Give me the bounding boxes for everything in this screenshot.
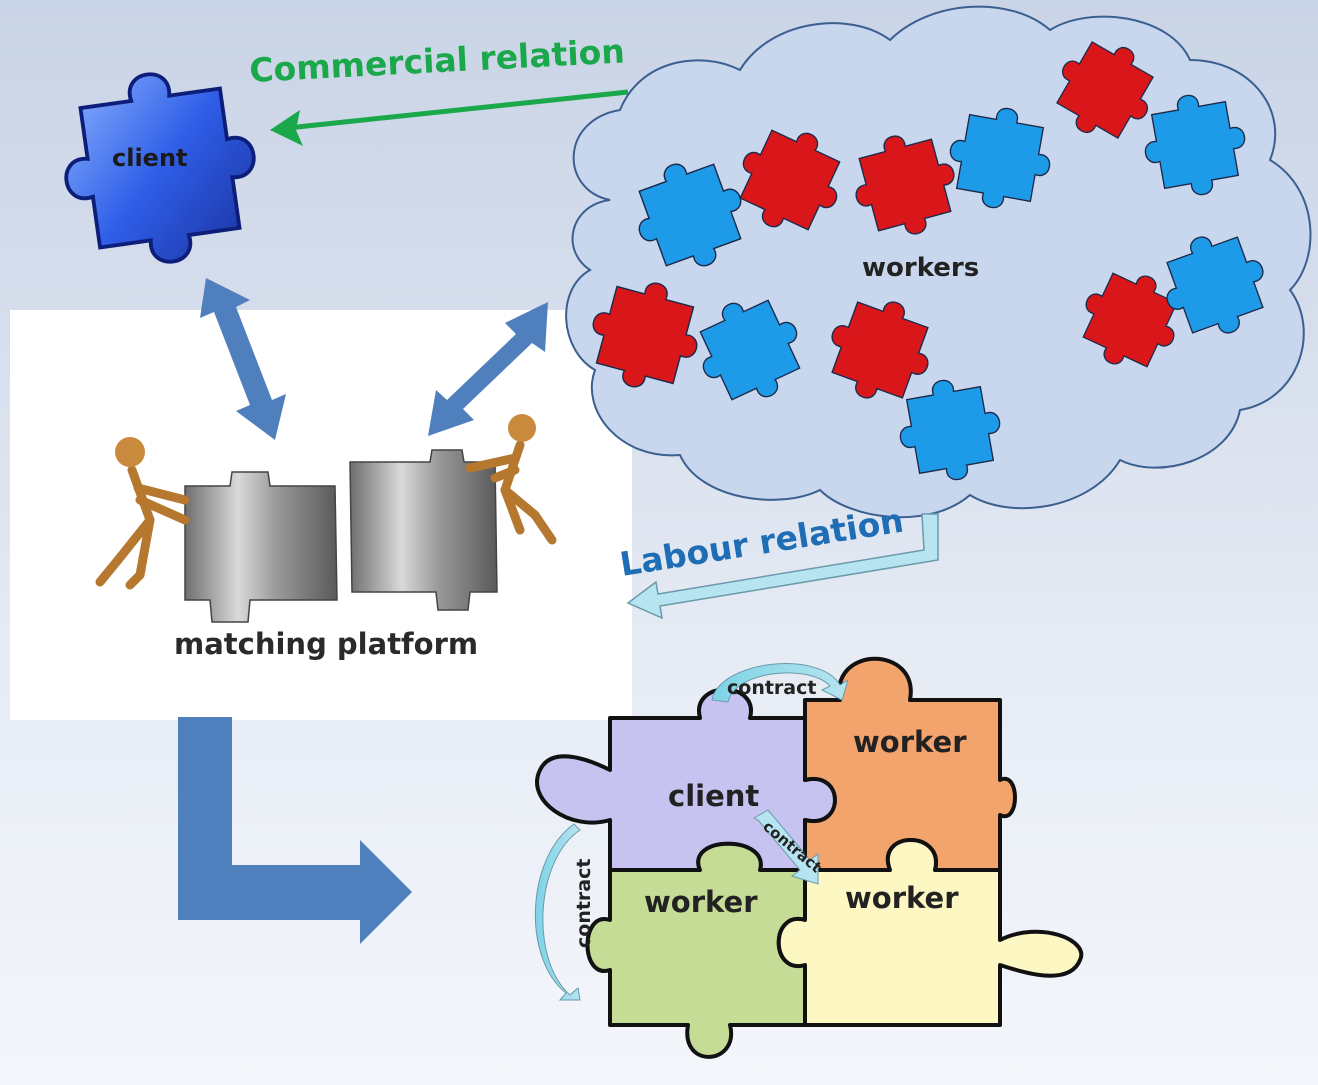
commercial-relation-label: Commercial relation	[248, 31, 625, 90]
flow-l-arrow	[178, 717, 412, 944]
client-top-label: client	[112, 144, 188, 172]
workers-platform-double-arrow	[428, 302, 548, 436]
contract-top-arrow	[711, 663, 849, 703]
worker-orange-label: worker	[853, 725, 967, 759]
matching-platform-image	[95, 414, 557, 623]
labour-relation-arrow	[626, 513, 939, 620]
contract-puzzle-group	[535, 656, 1084, 1059]
contract-left-arrow	[534, 823, 581, 1001]
contract-left-label: contract	[573, 859, 595, 948]
client-bottom-label: client	[668, 779, 759, 813]
worker-green-label: worker	[644, 885, 758, 919]
worker-green-piece	[585, 841, 807, 1059]
commercial-relation-arrow	[270, 89, 629, 146]
workers-cloud-label: workers	[862, 253, 979, 283]
worker-yellow-label: worker	[845, 881, 959, 915]
matching-platform-label: matching platform	[174, 627, 478, 661]
worker-yellow-piece	[776, 838, 1084, 1027]
contract-top-label: contract	[727, 677, 816, 699]
contract-diag-arrow	[752, 809, 819, 885]
client-platform-double-arrow	[200, 278, 286, 440]
